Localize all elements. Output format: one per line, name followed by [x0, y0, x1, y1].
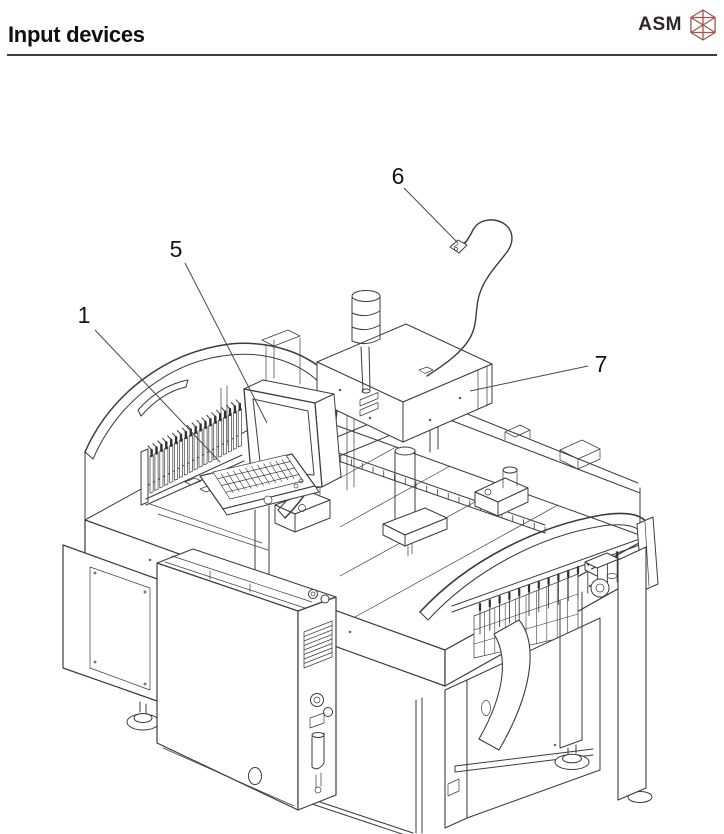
keyboard [199, 453, 320, 516]
callout-label-5: 5 [170, 236, 183, 262]
page-title: Input devices [8, 22, 145, 47]
callout-leader-1 [94, 329, 221, 463]
brand-text: ASM [638, 14, 682, 35]
callout-label-7: 7 [595, 351, 608, 377]
top-box [316, 323, 493, 443]
keyboard-keys [220, 459, 295, 493]
protective-mesh [473, 577, 579, 656]
title-rule [7, 54, 717, 56]
callout-label-1: 1 [78, 302, 91, 328]
trackball [263, 495, 273, 505]
brand-logo: ASM [638, 8, 718, 42]
callout-leader-7 [469, 365, 589, 392]
cart-hole [248, 767, 262, 785]
monitor-screen [252, 398, 315, 476]
feeder-changeover-cart [156, 548, 337, 811]
vent-grille [303, 625, 333, 664]
callout-label-6: 6 [392, 163, 405, 189]
cable-connector [449, 239, 468, 254]
placement-heads [274, 446, 529, 557]
callouts: 1 5 6 7 [78, 163, 608, 463]
feeder-bank-left [140, 399, 269, 551]
conveyor-rails [329, 446, 559, 618]
base-legs-right [302, 546, 653, 834]
callout-leader-6 [403, 187, 459, 244]
hand-cable [418, 219, 513, 377]
signal-tower [351, 290, 381, 394]
callout-leader-5 [184, 262, 268, 424]
page-header: Input devices ASM [0, 0, 724, 60]
asm-hexagon-gem-logo-icon [690, 9, 716, 41]
base-cabinet-left [62, 544, 161, 731]
